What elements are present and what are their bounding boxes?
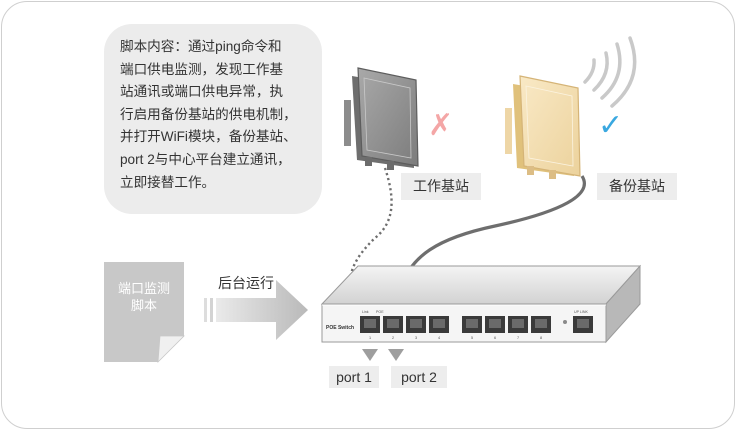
bubble-line-6: port 2与中心平台建立通讯， [120, 151, 291, 167]
backup-station-device [505, 75, 581, 179]
bubble-line-3: 站通讯或端口供电异常，执 [120, 84, 284, 100]
backup-station-ok-icon: ✓ [598, 108, 623, 143]
bubble-line-1: 脚本内容：通过ping命令和 [120, 39, 282, 54]
run-in-background-label: 后台运行 [218, 275, 274, 291]
poe-label: POE [376, 310, 384, 314]
port-number-5: 5 [471, 336, 473, 340]
port2-pointer-icon [388, 349, 404, 361]
port-number-8: 8 [540, 336, 542, 340]
backup-station-label: 备份基站 [597, 173, 677, 200]
poe-switch-device: POE Switch Link POE UP LINK 1 2 3 4 5 6 … [320, 264, 642, 344]
work-station-label: 工作基站 [401, 173, 481, 200]
script-document-label: 端口监测 脚本 [106, 280, 182, 314]
port-number-3: 3 [415, 336, 417, 340]
switch-ports-5-8 [462, 316, 551, 333]
wifi-signal-icon [583, 36, 637, 108]
switch-name: POE Switch [326, 325, 354, 331]
switch-ports-1-4 [360, 316, 449, 333]
port-number-4: 4 [438, 336, 440, 340]
script-document-icon [104, 262, 185, 364]
port2-label: port 2 [391, 366, 447, 388]
work-station-device [344, 67, 419, 170]
bubble-line-5: 并打开WiFi模块，备份基站、 [120, 129, 297, 145]
port-number-1: 1 [369, 336, 371, 340]
bubble-line-7: 立即接替工作。 [120, 174, 216, 190]
script-document-line-1: 端口监测 [117, 281, 170, 296]
script-description-bubble: 脚本内容：通过ping命令和 端口供电监测，发现工作基 站通讯或端口供电异常，执… [104, 24, 322, 214]
port-number-7: 7 [517, 336, 519, 340]
bubble-line-2: 端口供电监测，发现工作基 [120, 61, 284, 77]
script-document-line-2: 脚本 [130, 298, 157, 313]
port1-label: port 1 [329, 366, 379, 388]
run-arrow-icon [204, 280, 308, 340]
link-label: Link [362, 310, 369, 314]
work-station-fail-icon: ✗ [428, 108, 453, 143]
port-number-6: 6 [494, 336, 496, 340]
uplink-label: UP LINK [574, 310, 589, 314]
power-led [563, 320, 567, 324]
bubble-line-4: 行启用备份基站的供电机制， [120, 106, 297, 122]
port-number-2: 2 [392, 336, 394, 340]
port1-pointer-icon [362, 349, 378, 361]
